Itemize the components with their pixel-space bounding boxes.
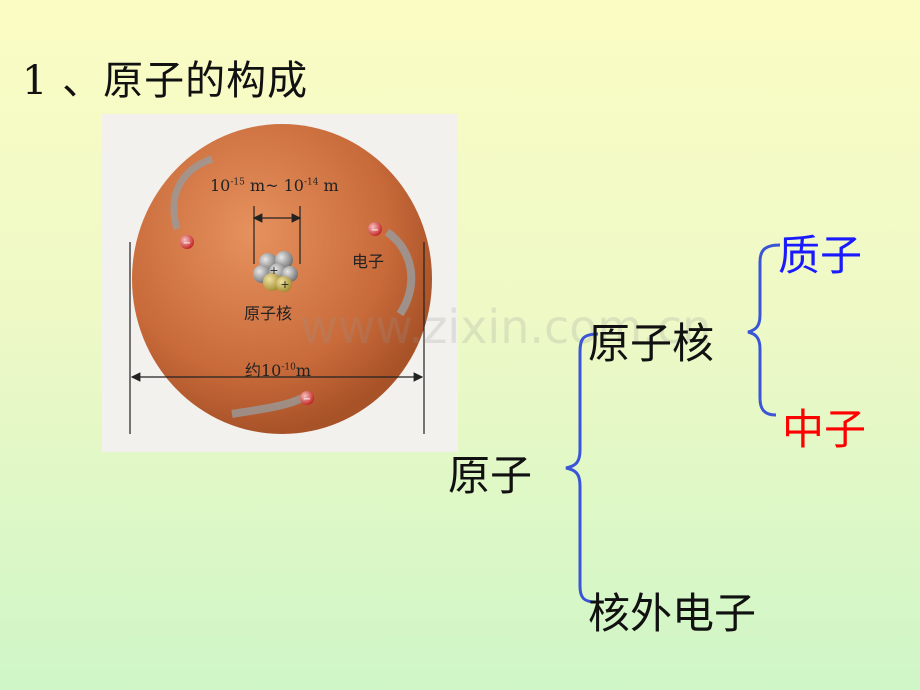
electron-trail	[231, 394, 304, 418]
electron-icon	[368, 222, 382, 236]
electron-icon	[300, 391, 314, 405]
atom-illustration: − − − + +	[129, 124, 432, 434]
proton-node: 质子	[778, 231, 863, 280]
atom-size-label: 约10-10m	[245, 361, 312, 380]
electron-trail	[170, 155, 214, 230]
atom-node: 原子	[448, 451, 533, 500]
slide-title: 1 、原子的构成	[22, 58, 309, 104]
brace-root	[565, 332, 599, 604]
watermark: www.zixin.com.cn	[300, 300, 712, 354]
atom-structure-figure: − − − + + 10-15 m~ 10-14 m 电子 原子核 约10-10…	[102, 114, 458, 452]
brace-nucleus	[747, 243, 781, 417]
svg-text:−: −	[303, 394, 311, 405]
nucleus-icon: + +	[253, 251, 298, 292]
electron-label: 电子	[352, 252, 385, 271]
svg-text:+: +	[269, 264, 278, 277]
svg-text:−: −	[183, 238, 191, 249]
nucleus-node: 原子核	[588, 319, 715, 368]
nucleus-label: 原子核	[244, 304, 293, 323]
svg-text:+: +	[280, 278, 289, 291]
electron-trail	[384, 228, 416, 317]
electrons-node: 核外电子	[588, 589, 757, 638]
nucleus-size-label: 10-15 m~ 10-14 m	[210, 176, 339, 195]
neutron-node: 中子	[782, 405, 867, 454]
svg-text:−: −	[371, 225, 379, 236]
electron-icon	[180, 235, 194, 249]
